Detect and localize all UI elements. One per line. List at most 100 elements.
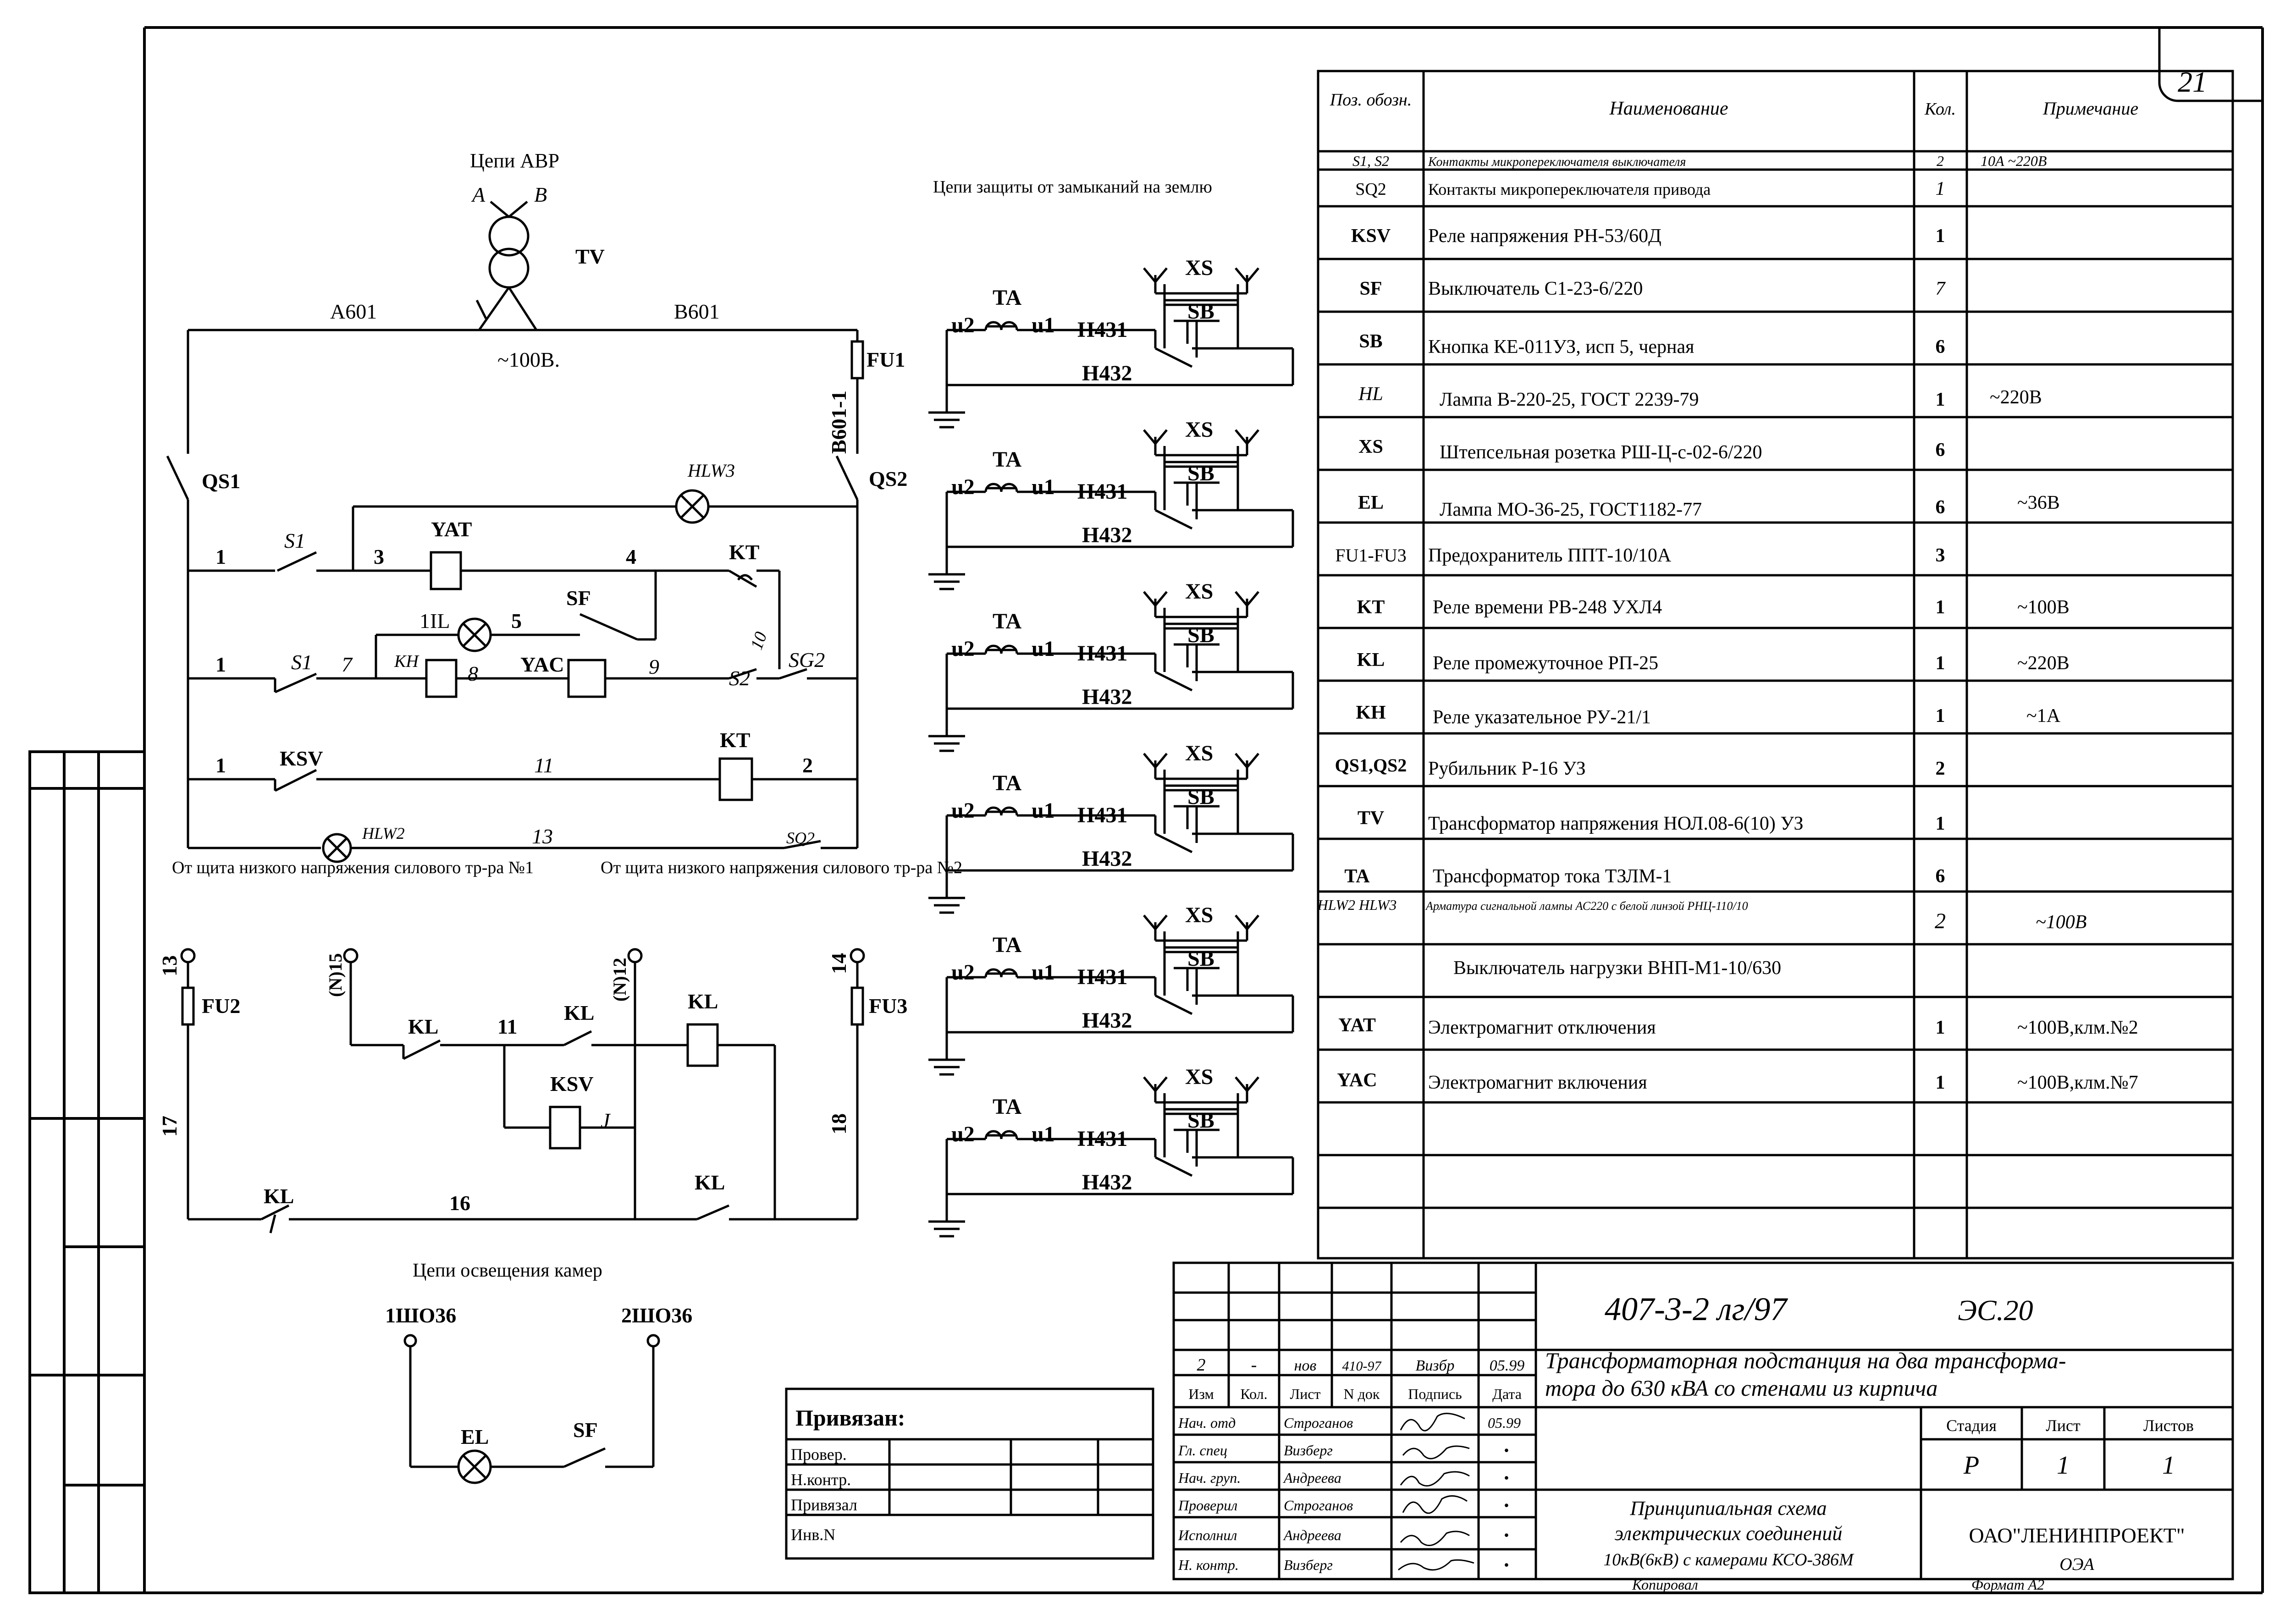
row-qty: 1	[1936, 178, 1945, 199]
row-qty: 1	[1936, 813, 1945, 834]
row-qty: 7	[1936, 278, 1946, 299]
sb-label: SB	[1187, 623, 1214, 647]
u1-label: u1	[1032, 798, 1055, 823]
sb-label: SB	[1187, 1108, 1214, 1133]
row-name: Реле времени РВ-248 УХЛ4	[1433, 597, 1662, 618]
row-name: Рубильник Р-16 УЗ	[1428, 758, 1586, 779]
row-qty: 1	[1936, 653, 1945, 674]
kt-label: KT	[729, 540, 759, 564]
org-name: ОАО"ЛЕНИНПРОЕКТ"	[1969, 1524, 2185, 1547]
kl4-label: KL	[264, 1184, 294, 1208]
binding-row: Провер.	[791, 1445, 847, 1464]
node-10: 10	[747, 629, 771, 652]
h431-label: H431	[1077, 318, 1127, 342]
row-pos: KSV	[1351, 226, 1391, 247]
node-1b: 1	[215, 653, 226, 676]
binding-block: Привязан: Провер. Н.контр. Привязал Инв.…	[785, 1387, 1154, 1560]
u1-label: u1	[1032, 637, 1055, 661]
row-pos: SB	[1359, 331, 1382, 352]
kl1-label: KL	[408, 1015, 438, 1038]
header-qty: Кол.	[1924, 99, 1956, 119]
staff-date: •	[1504, 1497, 1509, 1514]
xs-label: XS	[1185, 579, 1213, 604]
drawing-title-2: электрических соединений	[1615, 1522, 1843, 1545]
header-pos-line: Поз. обозн.	[1330, 90, 1412, 110]
node-2: 2	[802, 754, 813, 777]
node-3: 3	[374, 545, 384, 568]
row-pos: XS	[1358, 436, 1383, 457]
wire-16-label: 16	[449, 1191, 470, 1215]
copied-label: Копировал	[1632, 1576, 1698, 1593]
org-sub: ОЭА	[2059, 1555, 2094, 1574]
staff-name: Строганов	[1284, 1497, 1353, 1514]
node-9: 9	[649, 655, 659, 678]
project-title-1: Трансформаторная подстанция на два транс…	[1545, 1348, 2066, 1373]
binding-row: Привязал	[791, 1496, 857, 1514]
row-qty: 6	[1936, 866, 1945, 887]
drawing-title-3: 10кВ(6кВ) с камерами КСО-386М	[1603, 1550, 1854, 1569]
header-name: Наименование	[1609, 98, 1728, 119]
h432-label: H432	[1082, 523, 1132, 547]
rev-kol: -	[1251, 1355, 1257, 1375]
row-note: 10А ~220В	[1981, 153, 2047, 169]
xs-label: XS	[1185, 256, 1213, 280]
project-title-2: тора до 630 кВА со стенами из кирпича	[1545, 1375, 1937, 1401]
row-name: Реле указательное РУ-21/1	[1433, 707, 1651, 728]
xs-label: XS	[1185, 1065, 1213, 1089]
h432-label: H432	[1082, 361, 1132, 385]
avr-circuit	[166, 201, 864, 863]
staff-date: 05.99	[1488, 1415, 1521, 1431]
phase-b-label: B	[534, 183, 547, 206]
row-name: Трансформатор напряжения НОЛ.08-6(10) УЗ	[1428, 813, 1804, 834]
sheet-header: Лист	[2046, 1416, 2081, 1435]
spec-table: 21 Поз. обозн. Наименование Кол. Примеча…	[1317, 28, 2263, 1260]
staff-role: Н. контр.	[1178, 1557, 1239, 1573]
xs-label: XS	[1185, 903, 1213, 927]
row-qty: 1	[1936, 1072, 1945, 1093]
ksv2-label: KSV	[550, 1072, 594, 1096]
row-qty: 1	[1936, 389, 1945, 410]
row-qty: 2	[1935, 909, 1946, 933]
wire-b601-1-label: B601-1	[827, 391, 850, 454]
row-qty: 1	[1936, 597, 1945, 618]
wire-14-label: 14	[827, 953, 850, 974]
row-qty: 1	[1936, 226, 1945, 247]
ground-fault-labels: TA u2 u1 H431 H432 XS SB TA u2 u1 H431 H…	[951, 256, 1214, 1195]
u1-label: u1	[1032, 313, 1055, 337]
circuit-labels: Цепи АВР A B TV A601 B601 ~100В. FU1 B60…	[158, 149, 1212, 1448]
staff-role: Исполнил	[1178, 1527, 1237, 1543]
staff-name: Визберг	[1284, 1557, 1333, 1573]
ta-label: TA	[993, 771, 1021, 795]
lighting-circuit	[403, 1334, 660, 1484]
phase-a-label: A	[471, 183, 486, 206]
avr-title: Цепи АВР	[470, 149, 559, 172]
stage-value: Р	[1963, 1451, 1979, 1480]
sq2-label: SQ2	[786, 829, 815, 847]
xs-label: XS	[1185, 741, 1213, 765]
stage-header: Стадия	[1946, 1416, 1997, 1435]
row-name: Электромагнит отключения	[1428, 1017, 1656, 1038]
row-name: Кнопка КЕ-011УЗ, исп 5, черная	[1428, 336, 1694, 358]
rev-header: Дата	[1492, 1386, 1522, 1402]
row-note: ~1А	[2026, 705, 2061, 727]
staff-role: Гл. спец	[1178, 1442, 1227, 1459]
u2-label: u2	[951, 313, 975, 337]
supply-circuit	[180, 948, 865, 1233]
node-1a: 1	[215, 545, 226, 568]
wire-17-label: 17	[158, 1116, 181, 1137]
node-j: J	[601, 1109, 611, 1132]
ground-fault-circuits	[928, 267, 1294, 1236]
u1-label: u1	[1032, 475, 1055, 499]
hlw2-label: HLW2	[362, 824, 405, 842]
u2-label: u2	[951, 475, 975, 499]
row-note: ~100В	[2036, 912, 2086, 933]
row-pos: SF	[1359, 278, 1382, 299]
staff-date: •	[1504, 1527, 1509, 1543]
staff-role: Проверил	[1178, 1497, 1237, 1514]
supply-2-label: От щита низкого напряжения силового тр-р…	[601, 858, 962, 877]
staff-date: •	[1504, 1470, 1509, 1486]
light-title: Цепи освещения камер	[413, 1260, 602, 1281]
rev-header: Кол.	[1240, 1386, 1267, 1402]
yat-label: YAT	[431, 517, 472, 541]
node-5: 5	[511, 609, 522, 633]
